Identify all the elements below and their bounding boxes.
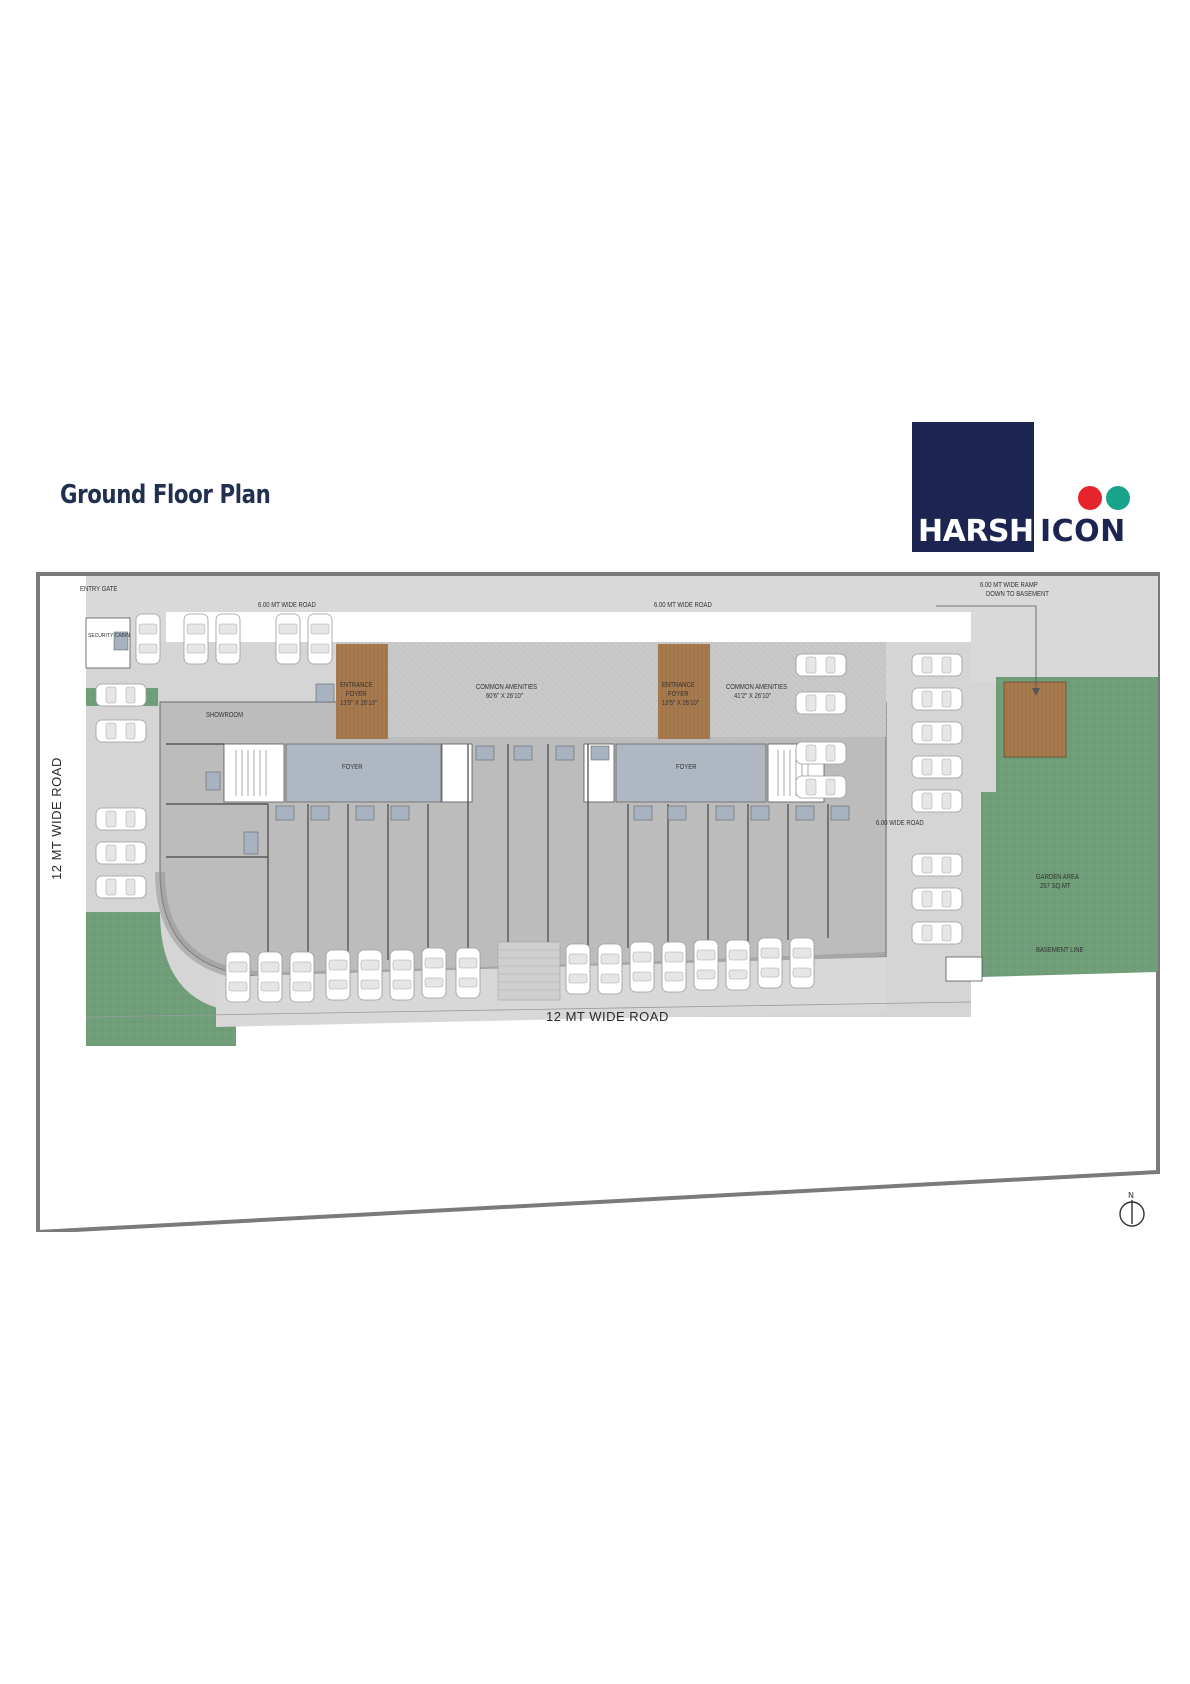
- common-amenities-1-size: 60'6" X 26'10": [486, 693, 523, 700]
- road-label-top-right: 6.00 MT WIDE ROAD: [654, 602, 712, 609]
- logo-green-dot: [1106, 486, 1130, 510]
- logo-word-icon: ICON: [1040, 514, 1126, 549]
- page-title: Ground Floor Plan: [60, 480, 271, 510]
- garden-label: GARDEN AREA: [1036, 874, 1079, 881]
- entrance-foyer-1-title: ENTRANCE: [340, 682, 373, 689]
- svg-text:N: N: [1128, 1191, 1134, 1200]
- entrance-foyer-2-size: 13'5" X 26'10": [662, 700, 699, 707]
- ramp-label-line2: DOWN TO BASEMENT: [986, 591, 1049, 598]
- left-lawn: [86, 912, 236, 1046]
- foyer-a: [285, 743, 442, 803]
- entrance-foyer-2: [658, 644, 710, 739]
- floor-plan: 6.00 MT WIDE ROAD 6.00 MT WIDE ROAD 6.00…: [36, 572, 1160, 1232]
- ramp-label-line1: 6.00 MT WIDE RAMP: [980, 582, 1038, 589]
- foyer-b: [615, 743, 767, 803]
- logo-red-dot: [1078, 486, 1102, 510]
- logo-navy-block: [912, 422, 1034, 552]
- entrance-foyer-1-size: 13'5" X 26'10": [340, 700, 377, 707]
- top-road: [86, 576, 1158, 682]
- common-amenities-2-size: 41'2" X 26'10": [734, 693, 771, 700]
- road-label-right-inner: 6.00 WIDE ROAD: [876, 820, 924, 827]
- road-label-top-left: 6.00 MT WIDE ROAD: [258, 602, 316, 609]
- road-label-left: 12 MT WIDE ROAD: [49, 757, 64, 880]
- building-footprint: [159, 701, 887, 978]
- brand-logo: HARSH ICON: [912, 422, 1142, 552]
- common-amenities-1-title: COMMON AMENITIES: [476, 684, 538, 691]
- entrance-foyer-2-sub: FOYER: [668, 691, 689, 698]
- entry-gate-label: ENTRY GATE: [80, 586, 118, 593]
- lift-a: [441, 743, 473, 803]
- north-compass-icon: N: [1119, 1191, 1145, 1227]
- basement-line-label: BASEMENT LINE: [1036, 947, 1084, 954]
- entrance-foyer-1: [336, 644, 388, 739]
- security-cabin-label: SECURITY CABIN: [88, 633, 130, 639]
- foyer-a-label: FOYER: [342, 764, 363, 771]
- logo-word-harsh: HARSH: [918, 514, 1034, 549]
- foyer-b-label: FOYER: [676, 764, 697, 771]
- common-amenities-2-title: COMMON AMENITIES: [726, 684, 788, 691]
- entrance-foyer-2-title: ENTRANCE: [662, 682, 695, 689]
- garden-size: 257 SQ.MT: [1040, 883, 1071, 890]
- entrance-foyer-1-sub: FOYER: [346, 691, 367, 698]
- floor-plan-drawing: [36, 572, 1160, 1232]
- front-plaza: [336, 642, 886, 737]
- showroom-label: SHOWROOM: [206, 712, 244, 719]
- road-label-bottom: 12 MT WIDE ROAD: [546, 1009, 669, 1024]
